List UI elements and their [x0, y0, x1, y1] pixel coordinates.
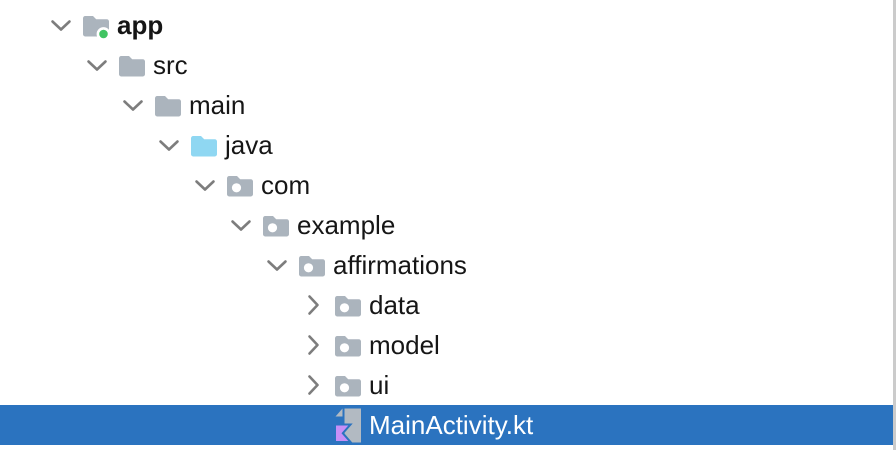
chevron-right-icon[interactable] [300, 365, 326, 405]
chevron-down-icon[interactable] [228, 205, 254, 245]
tree-item-label: java [225, 129, 273, 160]
chevron-down-icon[interactable] [264, 245, 290, 285]
module-folder-icon [82, 5, 110, 45]
tree-item-data[interactable]: data [0, 285, 893, 325]
tree-item-app[interactable]: app [0, 5, 893, 45]
chevron-right-icon[interactable] [300, 285, 326, 325]
tree-item-label: src [153, 49, 188, 80]
tree-item-affirmations[interactable]: affirmations [0, 245, 893, 285]
tree-item-src[interactable]: src [0, 45, 893, 85]
chevron-down-icon[interactable] [84, 45, 110, 85]
tree-item-ui[interactable]: ui [0, 365, 893, 405]
package-folder-icon [334, 365, 362, 405]
tree-item-label: affirmations [333, 249, 467, 280]
package-folder-icon [334, 325, 362, 365]
tree-item-java[interactable]: java [0, 125, 893, 165]
tree-item-com[interactable]: com [0, 165, 893, 205]
tree-item-label: main [189, 89, 246, 120]
package-folder-icon [334, 285, 362, 325]
package-folder-icon [226, 165, 254, 205]
chevron-down-icon[interactable] [120, 85, 146, 125]
package-folder-icon [262, 205, 290, 245]
package-folder-icon [298, 245, 326, 285]
folder-icon [118, 45, 146, 85]
chevron-down-icon[interactable] [48, 5, 74, 45]
tree-item-label: model [369, 329, 440, 360]
tree-item-model[interactable]: model [0, 325, 893, 365]
chevron-down-icon[interactable] [192, 165, 218, 205]
tree-item-main[interactable]: main [0, 85, 893, 125]
tree-item-label: MainActivity.kt [369, 409, 534, 440]
tree-item-example[interactable]: example [0, 205, 893, 245]
source-folder-icon [190, 125, 218, 165]
kotlin-file-icon [334, 405, 362, 445]
tree-item-label: com [261, 169, 311, 200]
folder-icon [154, 85, 182, 125]
tree-item-label: ui [369, 369, 390, 400]
indent-gap [300, 405, 326, 445]
tree-item-mainactivity[interactable]: MainActivity.kt [0, 405, 893, 445]
chevron-down-icon[interactable] [156, 125, 182, 165]
tree-item-label: app [117, 9, 164, 40]
tree-item-label: data [369, 289, 420, 320]
tree-item-label: example [297, 209, 396, 240]
chevron-right-icon[interactable] [300, 325, 326, 365]
